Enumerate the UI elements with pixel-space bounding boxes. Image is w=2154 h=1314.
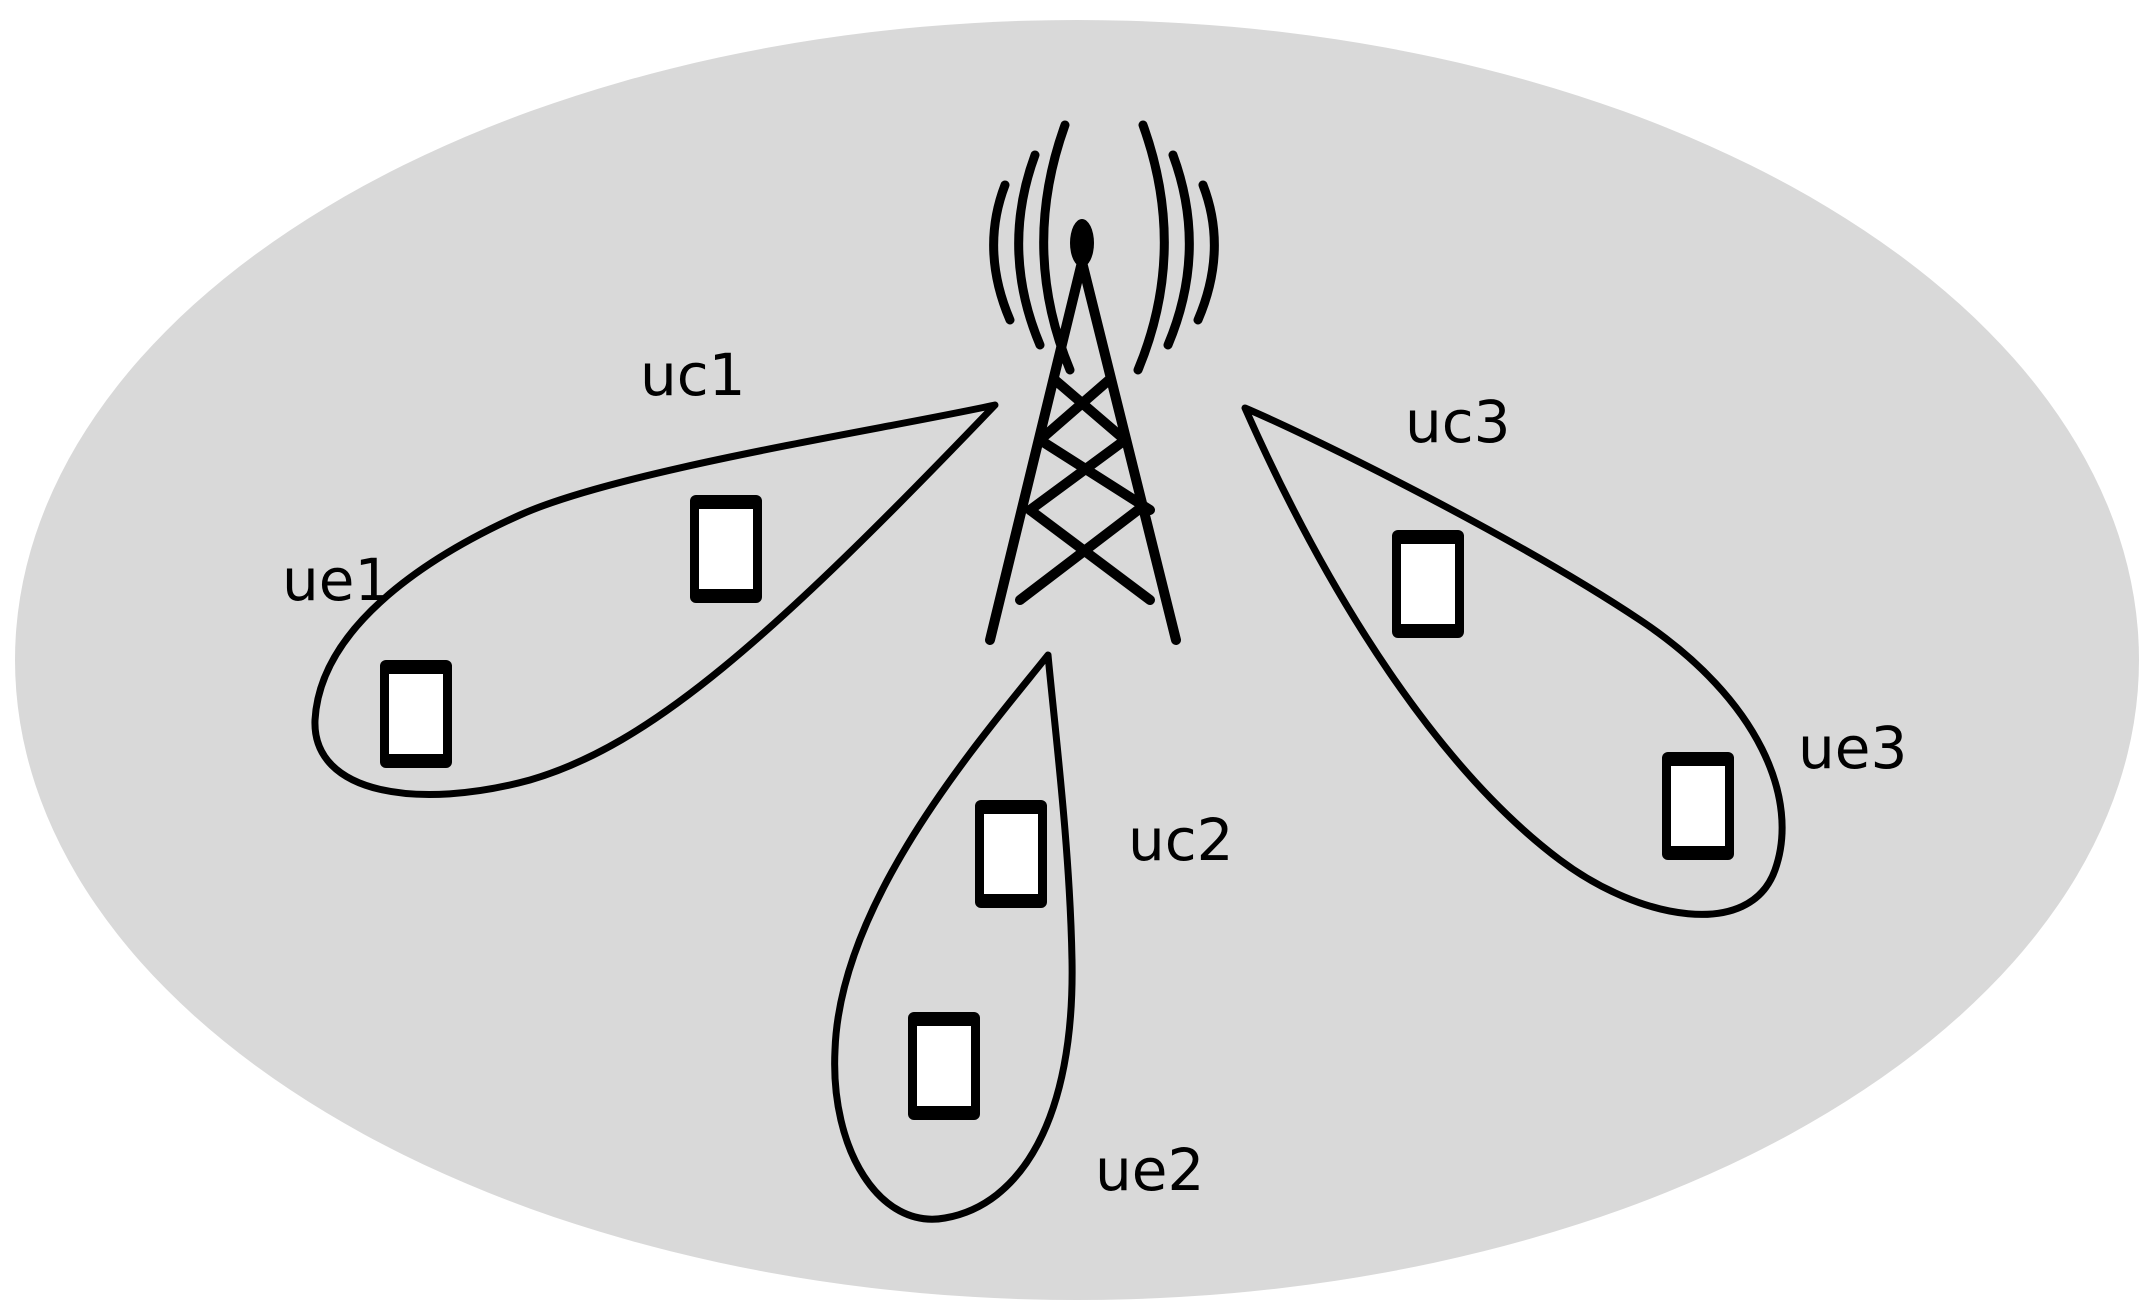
- label-ue2: ue2: [1095, 1136, 1204, 1204]
- mobile-phone-icon: [380, 660, 452, 768]
- mobile-phone-icon: [1662, 752, 1734, 860]
- cell-coverage-area: [15, 20, 2139, 1300]
- mobile-phone-icon: [690, 495, 762, 603]
- base-station-tower-icon: [985, 120, 1219, 645]
- label-uc1: uc1: [640, 341, 746, 409]
- beam-2: [831, 651, 1076, 1223]
- mobile-phone-icon: [908, 1012, 980, 1120]
- label-uc3: uc3: [1405, 388, 1511, 456]
- mobile-phone-icon: [1392, 530, 1464, 638]
- beam-3: [1241, 404, 1786, 918]
- beam-1: [311, 401, 999, 798]
- label-ue3: ue3: [1798, 714, 1907, 782]
- label-uc2: uc2: [1128, 806, 1234, 874]
- mobile-phone-icon: [975, 800, 1047, 908]
- label-ue1: ue1: [282, 546, 391, 614]
